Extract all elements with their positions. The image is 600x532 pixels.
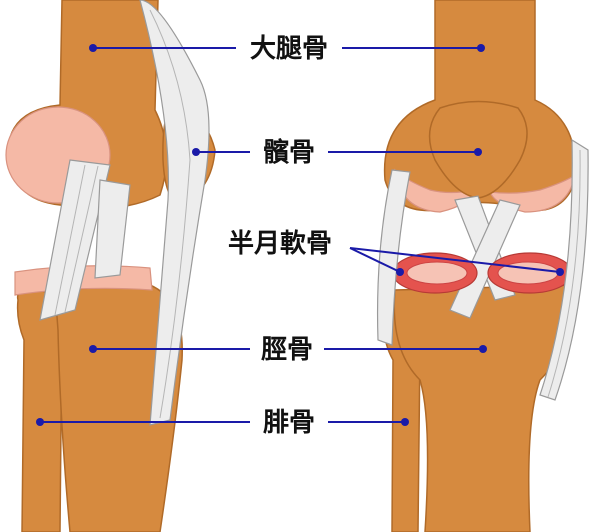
meniscus-marker-medial [556, 268, 564, 276]
leader-lines [36, 44, 564, 426]
cruciate-ligament-left [94, 179, 131, 279]
tibia-marker-left [89, 345, 97, 353]
femur-marker-left [89, 44, 97, 52]
patella-marker-left [192, 148, 200, 156]
patellar-tendon-left [139, 0, 210, 426]
front-view-knee [376, 0, 589, 532]
fibula-marker-right [401, 418, 409, 426]
tibia-marker-right [479, 345, 487, 353]
patella-marker-right [474, 148, 482, 156]
tibia-right [393, 284, 577, 532]
label-tibia: 脛骨 [260, 335, 313, 365]
lateral-collateral-ligament-right [376, 169, 411, 346]
collateral-ligament-left [39, 159, 111, 321]
side-view-knee [5, 0, 216, 532]
label-meniscus: 半月軟骨 [228, 228, 332, 259]
femur-marker-right [477, 44, 485, 52]
fibula-left [16, 288, 63, 532]
medial-collateral-ligament-right [539, 138, 589, 401]
fibula-marker-left [36, 418, 44, 426]
label-fibula: 腓骨 [263, 408, 315, 438]
meniscus-marker-lateral [396, 268, 404, 276]
label-femur: 大腿骨 [250, 34, 328, 64]
label-patella: 髕骨 [263, 137, 315, 168]
labels: 大腿骨 髕骨 半月軟骨 脛骨 腓骨 [228, 34, 332, 438]
